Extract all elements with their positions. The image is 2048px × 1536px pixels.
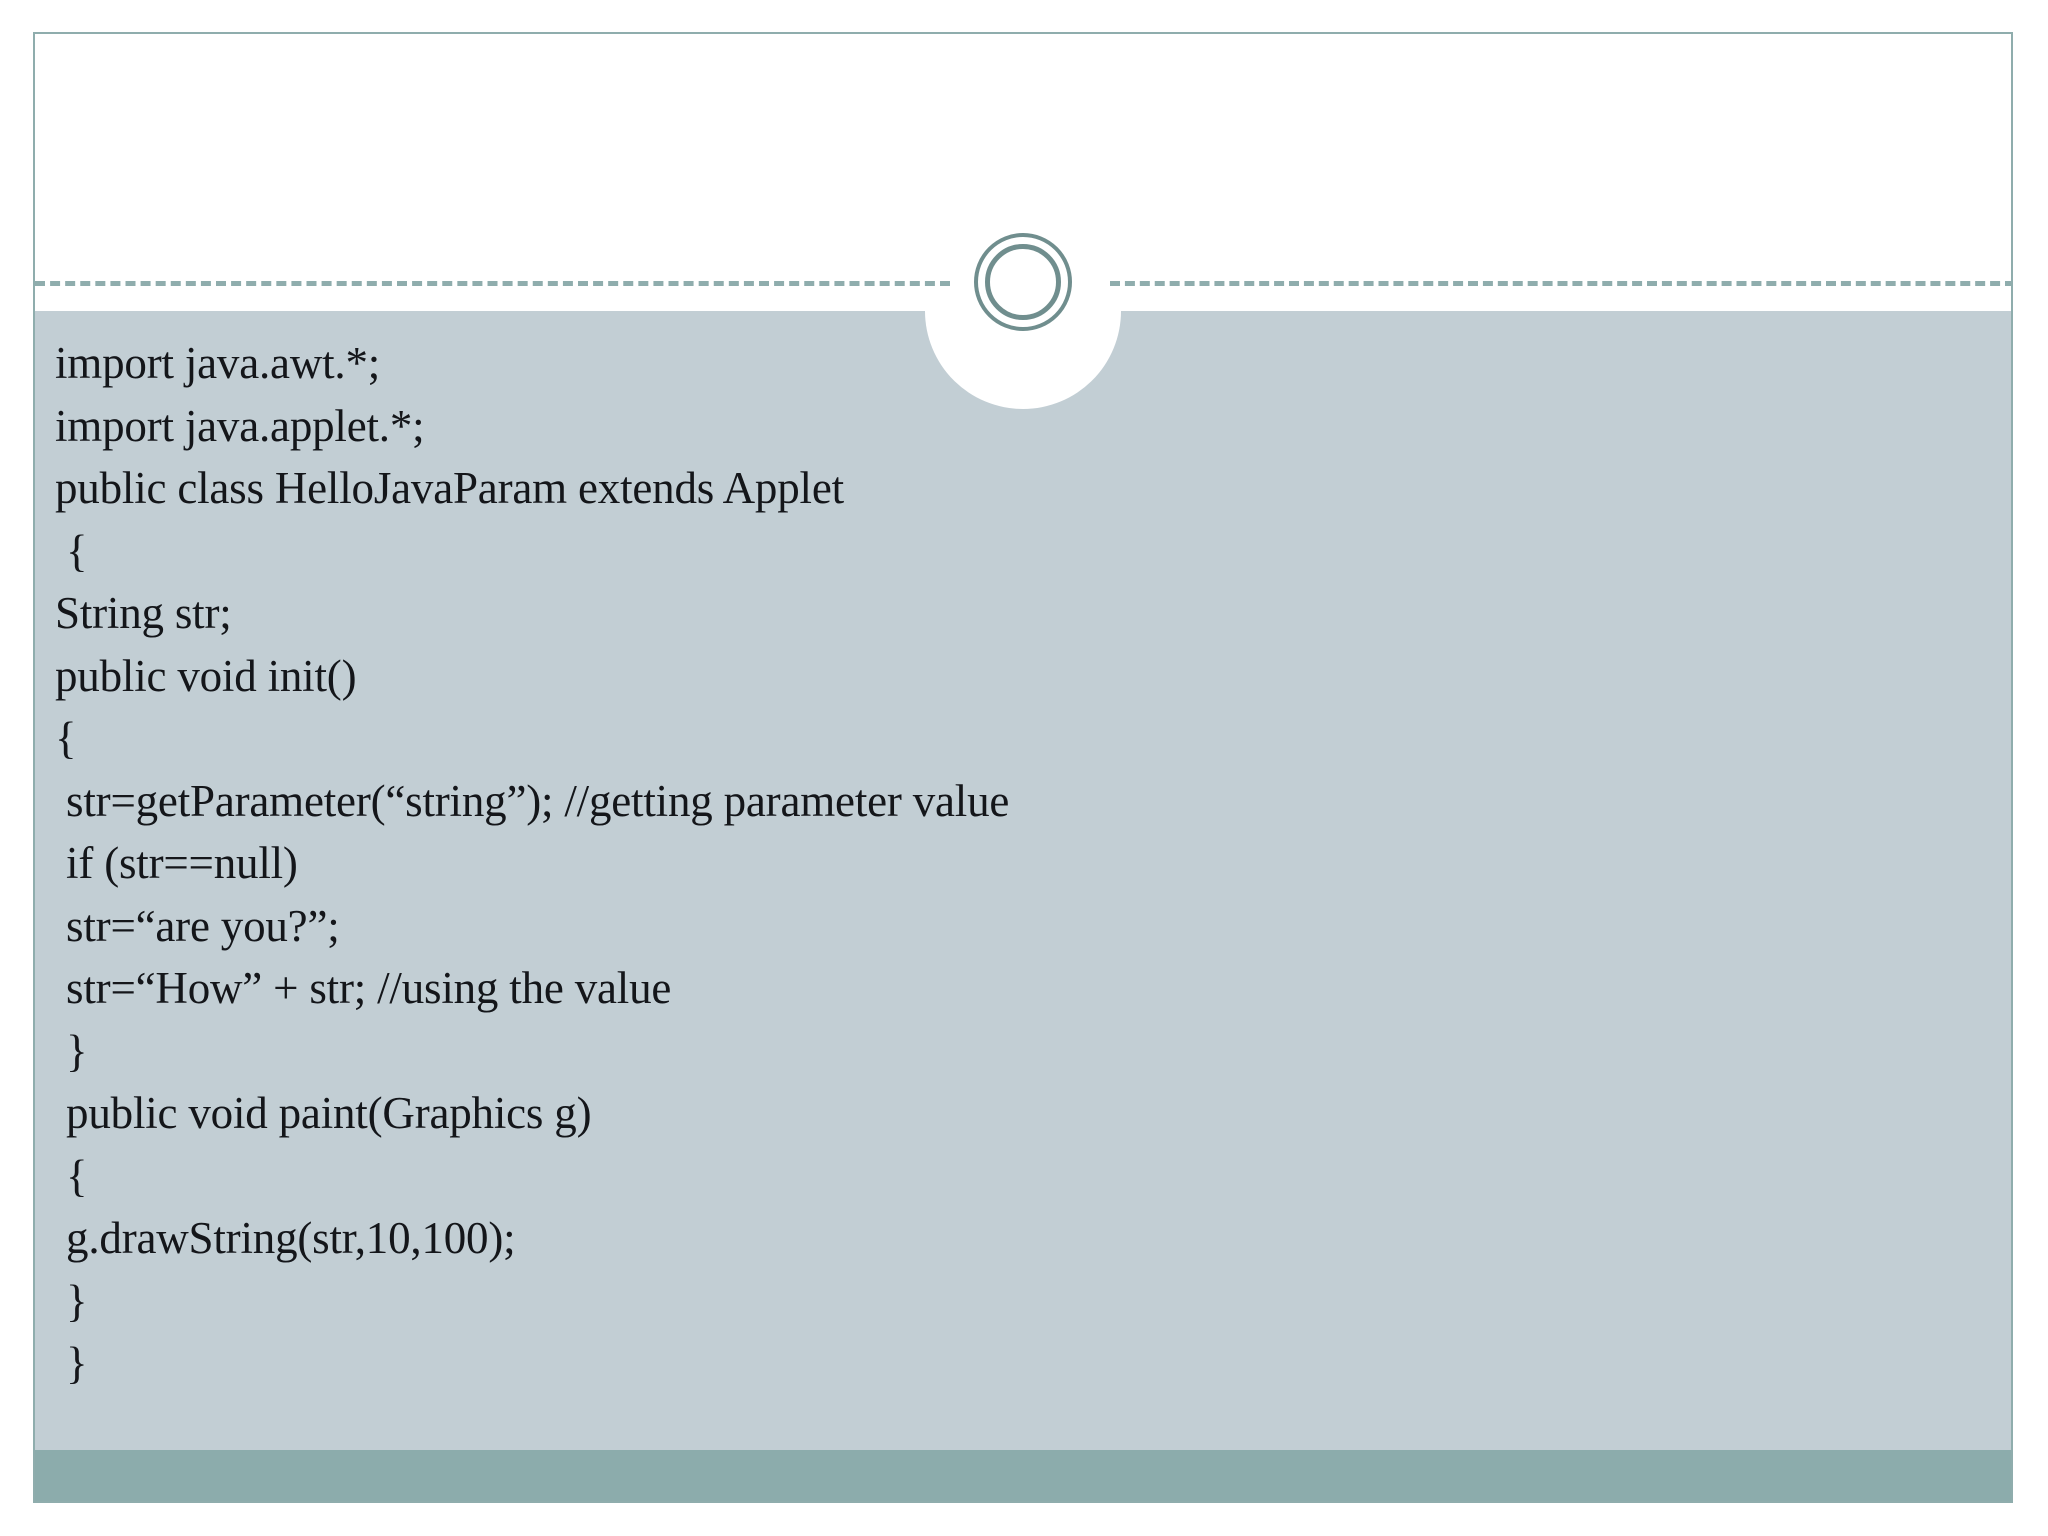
code-line: {	[55, 525, 88, 576]
code-line: }	[55, 1025, 88, 1076]
code-line: str=“How” + str; //using the value	[55, 963, 672, 1013]
slide-content-band	[35, 311, 2011, 1454]
slide-footer-bar	[35, 1450, 2011, 1501]
slide-canvas: import java.awt.*; import java.applet.*;…	[33, 32, 2013, 1503]
code-line: public void init()	[55, 650, 357, 701]
code-line: if (str==null)	[55, 838, 298, 888]
code-line: g.drawString(str,10,100);	[55, 1213, 516, 1263]
code-line: }	[55, 1275, 88, 1326]
code-line: String str;	[55, 588, 232, 638]
outer-ring-icon	[974, 233, 1072, 331]
dashed-divider-right-icon	[1110, 281, 2011, 286]
code-line: {	[55, 713, 77, 763]
code-block: import java.awt.*; import java.applet.*;…	[55, 332, 1955, 1395]
code-line: import java.awt.*;	[55, 338, 381, 388]
code-line: {	[55, 1150, 88, 1201]
code-line: str=“are you?”;	[55, 900, 340, 951]
code-line: import java.applet.*;	[55, 400, 425, 451]
code-line: public void paint(Graphics g)	[55, 1088, 592, 1138]
code-line: }	[55, 1338, 88, 1388]
dashed-divider-left-icon	[35, 281, 950, 286]
inner-ring-icon	[985, 244, 1061, 320]
code-line: str=getParameter(“string”); //getting pa…	[55, 775, 1010, 826]
code-line: public class HelloJavaParam extends Appl…	[55, 463, 844, 513]
